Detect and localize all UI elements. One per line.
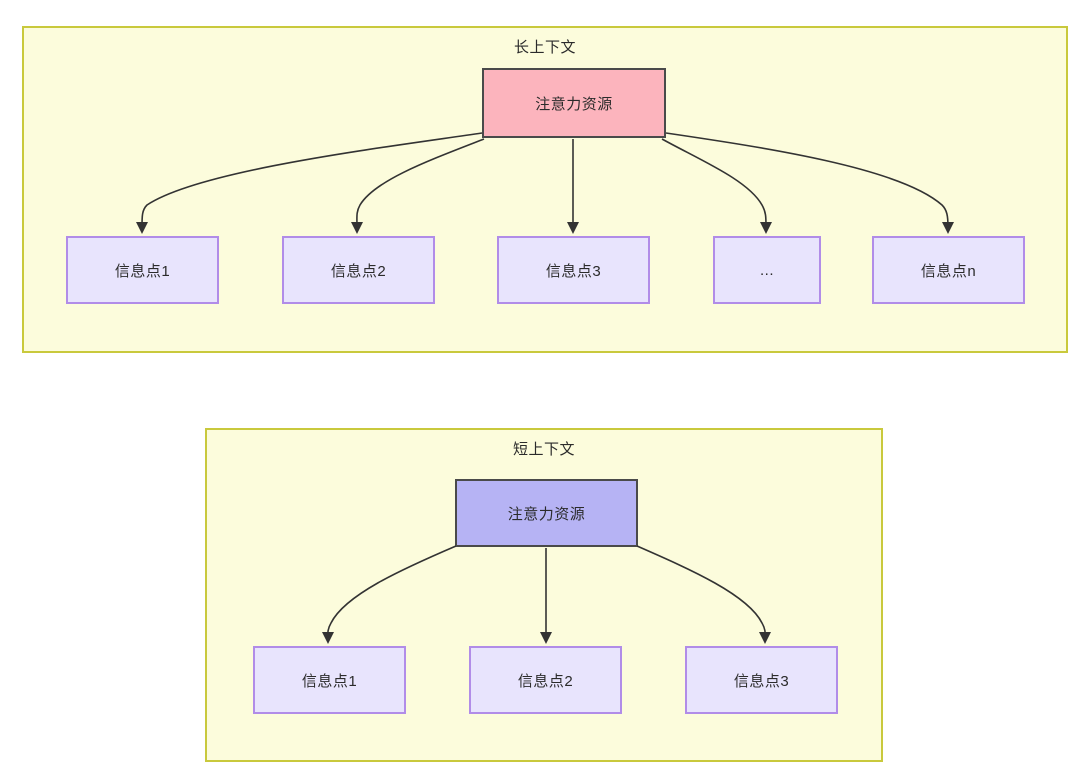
node-info-point-short-2[interactable]: 信息点2 [469,646,622,714]
node-attention-resource-short[interactable]: 注意力资源 [455,479,638,547]
node-info-point-long-1[interactable]: 信息点1 [66,236,219,304]
node-info-point-long-3[interactable]: 信息点3 [497,236,650,304]
node-info-point-short-3[interactable]: 信息点3 [685,646,838,714]
node-info-point-long-2[interactable]: 信息点2 [282,236,435,304]
node-info-point-short-1[interactable]: 信息点1 [253,646,406,714]
panel-short-context-title: 短上下文 [512,441,575,458]
node-attention-resource-long[interactable]: 注意力资源 [482,68,666,138]
panel-long-context-title: 长上下文 [513,39,576,56]
node-info-point-long-n[interactable]: 信息点n [872,236,1025,304]
node-info-point-long-ellipsis[interactable]: ... [713,236,821,304]
